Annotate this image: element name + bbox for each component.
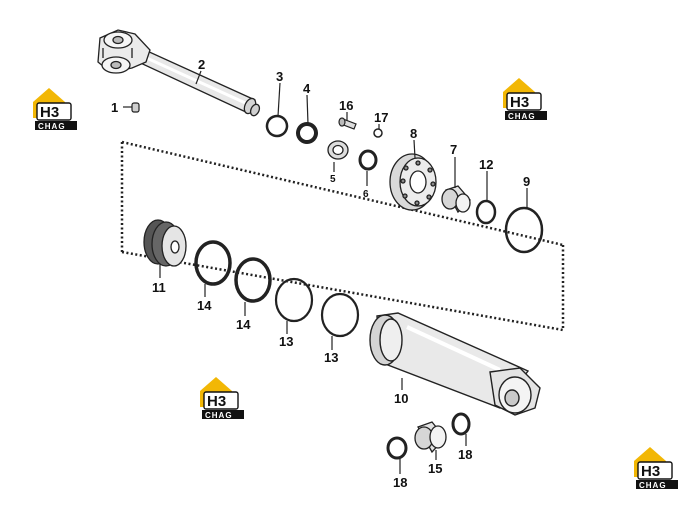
sleeve-part-7 <box>441 185 471 214</box>
seal-ring-part-18b <box>451 412 471 436</box>
watermark-logo-4: H3 CHAG <box>633 446 679 490</box>
callout-13a: 13 <box>279 334 293 349</box>
callout-2: 2 <box>198 57 205 72</box>
callout-1: 1 <box>111 100 118 115</box>
logo-word: CHAG <box>639 481 667 490</box>
bolt-part-16 <box>338 117 357 130</box>
watermark-logo-1: H3 CHAG <box>32 87 78 131</box>
watermark-logo-3: H3 CHAG <box>199 376 245 420</box>
callout-12: 12 <box>479 157 493 172</box>
callout-15: 15 <box>428 461 442 476</box>
seal-ring-part-4 <box>296 122 318 144</box>
leader-lines <box>123 70 528 474</box>
callout-13b: 13 <box>324 350 338 365</box>
callout-17: 17 <box>374 110 388 125</box>
o-ring-part-12 <box>475 199 497 225</box>
piston-flange-part-8 <box>389 153 437 211</box>
callout-6: 6 <box>363 189 369 200</box>
logo-mark: H3 <box>40 104 59 121</box>
bushing-part-15 <box>414 421 447 454</box>
callout-8: 8 <box>410 126 417 141</box>
logo-word: CHAG <box>205 411 233 420</box>
grease-nipple-part <box>131 102 140 113</box>
callout-18a: 18 <box>393 475 407 490</box>
logo-mark: H3 <box>510 94 529 111</box>
piston-rod-part <box>97 29 261 117</box>
bushing-part-5 <box>327 140 349 160</box>
callout-18b: 18 <box>458 447 472 462</box>
assembly-outline <box>120 140 565 332</box>
watermark-logo-2: H3 CHAG <box>502 77 548 121</box>
callout-11: 11 <box>152 280 166 295</box>
callout-3: 3 <box>276 69 283 84</box>
callout-10: 10 <box>394 391 408 406</box>
callout-5: 5 <box>330 174 336 185</box>
seal-ring-part-18a <box>386 436 408 460</box>
logo-mark: H3 <box>641 463 660 480</box>
piston-part-11 <box>143 219 187 267</box>
cylinder-tube-part-10 <box>369 312 541 416</box>
callout-14a: 14 <box>197 298 212 313</box>
callout-16: 16 <box>339 98 353 113</box>
o-ring-part-9 <box>504 206 544 254</box>
seal-ring-part-13a <box>274 277 314 323</box>
callout-4: 4 <box>303 81 311 96</box>
seal-ring-part-3 <box>265 114 289 138</box>
logo-mark: H3 <box>207 393 226 410</box>
callout-14b: 14 <box>236 317 251 332</box>
callout-7: 7 <box>450 142 457 157</box>
o-ring-part-6 <box>358 149 378 171</box>
callout-labels: 1 2 3 4 5 6 7 8 9 10 11 12 13 13 14 14 1… <box>111 57 530 490</box>
guide-ring-part-14b <box>234 257 272 303</box>
seal-ring-part-13b <box>320 292 360 338</box>
washer-part-17 <box>373 128 383 138</box>
callout-9: 9 <box>523 174 530 189</box>
guide-ring-part-14a <box>194 240 232 286</box>
logo-word: CHAG <box>38 122 66 131</box>
logo-word: CHAG <box>508 112 536 121</box>
